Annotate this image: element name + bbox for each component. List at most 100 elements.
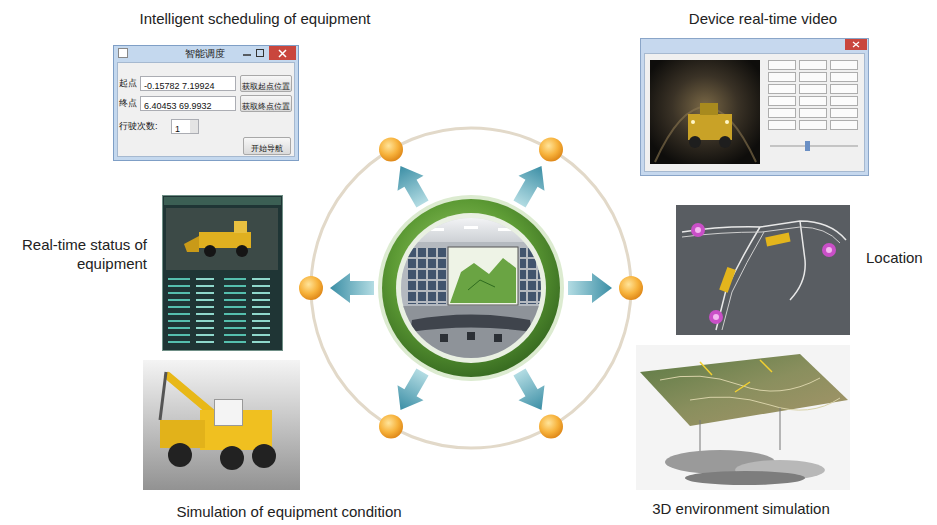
control-center-hub bbox=[378, 195, 564, 381]
console-desk bbox=[410, 315, 532, 333]
vehicle bbox=[719, 267, 736, 293]
status-panel: Real-time status of equipment bbox=[162, 195, 282, 350]
map-terrain bbox=[450, 258, 516, 303]
rig-cabin bbox=[215, 400, 243, 426]
minimize-icon bbox=[243, 54, 251, 56]
close-icon bbox=[279, 50, 286, 57]
data-rows bbox=[168, 276, 278, 346]
orbit-dot bbox=[379, 137, 403, 161]
window-button: 开始导航 bbox=[243, 137, 291, 155]
terrain-model bbox=[636, 345, 850, 490]
location-map bbox=[676, 205, 850, 335]
video-panel: Device real-time video bbox=[640, 38, 868, 175]
window-body bbox=[645, 54, 865, 172]
chair bbox=[467, 332, 475, 340]
truck-cab bbox=[700, 103, 718, 115]
window-frame bbox=[641, 39, 869, 176]
orbit-dots bbox=[299, 137, 643, 438]
panel-caption: 3D environment simulation bbox=[652, 500, 830, 518]
orbit-dot bbox=[299, 276, 323, 300]
window-button: 获取终点位置 bbox=[240, 95, 292, 112]
location-panel: Location bbox=[676, 205, 850, 335]
ceiling-light bbox=[498, 228, 512, 231]
map-ground bbox=[676, 205, 850, 335]
location-marker bbox=[713, 314, 719, 320]
screen-wall bbox=[408, 248, 446, 304]
button-label: 获取终点位置 bbox=[242, 99, 290, 114]
slider-track bbox=[770, 146, 858, 147]
sim-ground bbox=[143, 360, 300, 490]
shaft-line bbox=[700, 420, 701, 455]
loader-bucket bbox=[184, 236, 199, 252]
panel-caption: Simulation of equipment condition bbox=[176, 503, 401, 521]
map-line bbox=[468, 280, 495, 290]
location-marker bbox=[822, 243, 836, 257]
arrow bbox=[507, 365, 555, 418]
field-label: 行驶次数: bbox=[119, 121, 158, 132]
window-icon bbox=[119, 49, 128, 58]
window-frame bbox=[114, 46, 299, 161]
ceiling-light bbox=[430, 228, 444, 231]
orbit-dot bbox=[539, 415, 563, 439]
field-value: 6.40453 69.9932 bbox=[144, 100, 212, 113]
spinner-value: 1 bbox=[175, 123, 180, 136]
radial-arrows bbox=[330, 158, 612, 417]
field-label: 起点 bbox=[119, 78, 137, 89]
close-icon bbox=[853, 42, 859, 47]
window-body bbox=[118, 63, 295, 157]
panel-ground bbox=[163, 196, 283, 351]
chair bbox=[440, 334, 448, 342]
field-value: -0.15782 7.19924 bbox=[144, 80, 215, 93]
back-wall bbox=[401, 242, 541, 308]
environment-panel: 3D environment simulation bbox=[636, 345, 850, 490]
hub-ring bbox=[382, 199, 560, 377]
arrow bbox=[330, 273, 374, 303]
model-ground bbox=[636, 345, 850, 490]
maximize-icon bbox=[257, 50, 264, 57]
simulation-panel: Simulation of equipment condition bbox=[143, 360, 300, 490]
orebody bbox=[685, 471, 805, 485]
vehicle bbox=[765, 233, 790, 247]
dispatch-window: Intelligent scheduling of equipment智能调度-… bbox=[113, 45, 298, 160]
loader-wheel bbox=[236, 245, 248, 257]
ceiling-light bbox=[464, 226, 478, 229]
orbit-ring bbox=[311, 128, 631, 448]
panel-caption: Intelligent scheduling of equipment bbox=[140, 10, 371, 28]
location-marker bbox=[709, 310, 723, 324]
slider-thumb bbox=[805, 141, 810, 151]
screen-wall bbox=[520, 248, 542, 304]
hub-rim bbox=[396, 213, 546, 363]
button-label: 获取起点位置 bbox=[242, 79, 290, 94]
truck-wheel bbox=[689, 136, 701, 148]
drill-rod bbox=[160, 372, 166, 420]
location-marker bbox=[826, 247, 832, 253]
orbit-dot bbox=[379, 415, 403, 439]
window-title: 智能调度 bbox=[185, 48, 225, 60]
video-frame bbox=[650, 60, 760, 164]
panel-caption: Real-time status of equipment bbox=[7, 236, 147, 274]
tunnel-road bbox=[682, 221, 846, 330]
button-label: 开始导航 bbox=[251, 141, 283, 157]
truck-wheel bbox=[719, 136, 731, 148]
loader-wheel bbox=[204, 245, 216, 257]
terrain-contour bbox=[660, 376, 840, 410]
rig-wheel bbox=[252, 444, 276, 468]
close-button bbox=[845, 39, 867, 50]
location-marker bbox=[691, 223, 705, 237]
tunnel-road bbox=[682, 227, 840, 330]
coordinate-field: 6.40453 69.9932 bbox=[140, 96, 236, 111]
floor bbox=[401, 306, 541, 358]
rig-wheel bbox=[168, 443, 192, 467]
arrow bbox=[388, 158, 436, 211]
panel-caption: Device real-time video bbox=[689, 10, 837, 28]
field-label: 终点 bbox=[119, 98, 137, 109]
coordinate-field: -0.15782 7.19924 bbox=[140, 76, 236, 91]
equipment-simulation bbox=[143, 360, 300, 490]
arrow bbox=[568, 273, 612, 303]
truck-light bbox=[691, 120, 695, 124]
window-button: 获取起点位置 bbox=[240, 75, 292, 92]
dispatch-window-frame bbox=[114, 46, 299, 161]
terrain-marker bbox=[700, 360, 772, 392]
control-buttons bbox=[768, 60, 861, 132]
